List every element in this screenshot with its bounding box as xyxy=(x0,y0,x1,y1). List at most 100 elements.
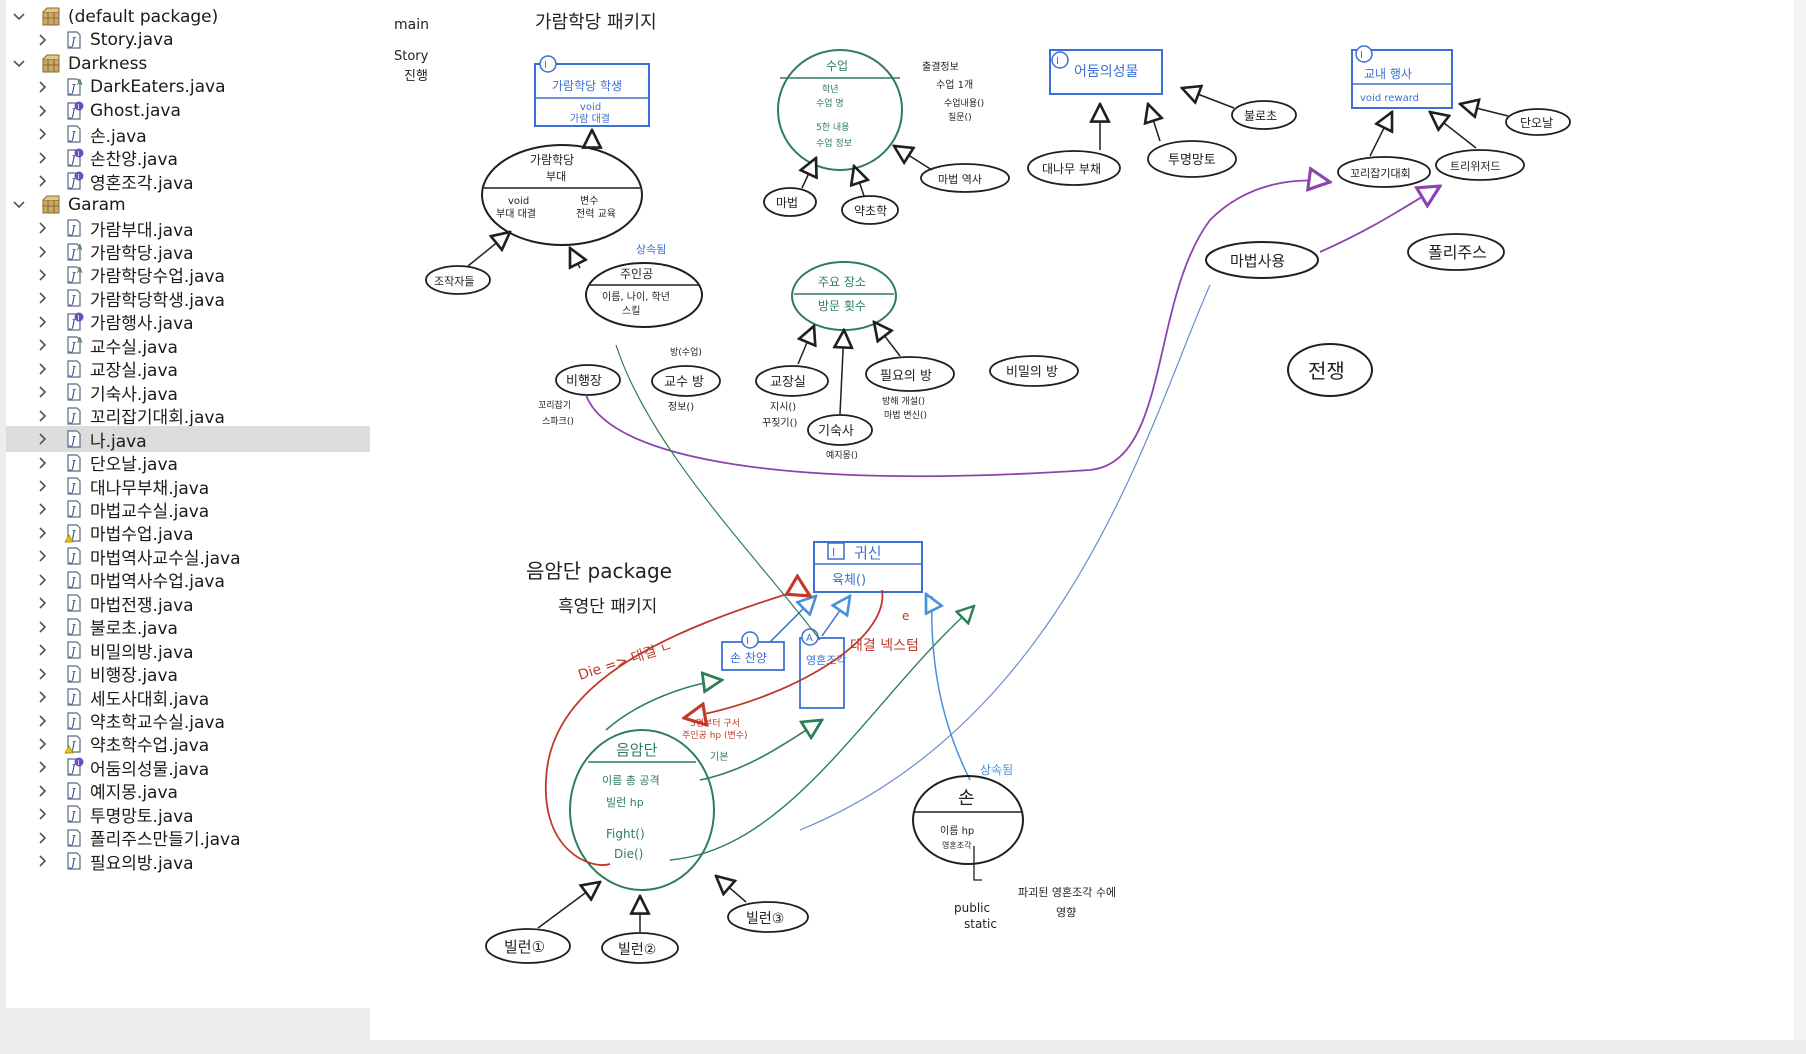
chevron-right-icon[interactable] xyxy=(36,760,50,774)
chevron-right-icon[interactable] xyxy=(36,784,50,798)
chevron-right-icon[interactable] xyxy=(36,432,50,446)
class-bamboo-fan: 대나무 부채 xyxy=(1027,150,1121,186)
chevron-right-icon[interactable] xyxy=(36,690,50,704)
chevron-right-icon[interactable] xyxy=(36,385,50,399)
chevron-right-icon[interactable] xyxy=(36,549,50,563)
son-public: public xyxy=(954,901,990,915)
svg-text:J: J xyxy=(69,411,76,424)
vertical-scrollbar[interactable] xyxy=(1794,0,1806,1040)
package-tree-item[interactable]: Garam xyxy=(6,192,126,218)
chevron-right-icon[interactable] xyxy=(36,409,50,423)
chevron-right-icon[interactable] xyxy=(36,573,50,587)
file-tree-item[interactable]: J 가람학당학생.java xyxy=(6,285,225,311)
chevron-down-icon[interactable] xyxy=(12,10,26,24)
svg-text:A: A xyxy=(77,243,83,252)
svg-text:비행장: 비행장 xyxy=(566,373,602,389)
svg-text:육체(): 육체() xyxy=(832,573,866,588)
chevron-right-icon[interactable] xyxy=(36,104,50,118)
chevron-right-icon[interactable] xyxy=(36,221,50,235)
package-icon xyxy=(40,53,62,75)
tree-item-label: 마법역사수업.java xyxy=(90,572,225,593)
chevron-right-icon[interactable] xyxy=(36,667,50,681)
chevron-right-icon[interactable] xyxy=(36,479,50,493)
chevron-right-icon[interactable] xyxy=(36,807,50,821)
chevron-right-icon[interactable] xyxy=(36,362,50,376)
chevron-right-icon[interactable] xyxy=(36,714,50,728)
svg-text:void: void xyxy=(508,196,529,207)
java-file-icon: J xyxy=(64,288,84,308)
chevron-right-icon[interactable] xyxy=(36,315,50,329)
chevron-right-icon[interactable] xyxy=(36,596,50,610)
chevron-right-icon[interactable] xyxy=(36,268,50,282)
chevron-right-icon[interactable] xyxy=(36,456,50,470)
chevron-down-icon[interactable] xyxy=(12,57,26,71)
java-file-icon: J xyxy=(64,593,84,613)
chevron-right-icon[interactable] xyxy=(36,151,50,165)
tree-item-label: 불로초.java xyxy=(90,619,178,640)
chevron-right-icon[interactable] xyxy=(36,127,50,141)
svg-text:기숙사: 기숙사 xyxy=(818,424,854,439)
chevron-right-icon[interactable] xyxy=(36,291,50,305)
chevron-right-icon[interactable] xyxy=(36,526,50,540)
svg-text:I: I xyxy=(78,314,80,322)
package-tree-item[interactable]: Darkness xyxy=(6,51,147,77)
svg-text:가람 대결: 가람 대결 xyxy=(570,112,610,125)
svg-text:빌런②: 빌런② xyxy=(618,942,656,958)
chevron-right-icon[interactable] xyxy=(36,33,50,47)
svg-text:비밀의 방: 비밀의 방 xyxy=(1006,365,1058,380)
class-airfield: 비행장 꼬리잡기 스파크() xyxy=(538,364,621,427)
chevron-right-icon[interactable] xyxy=(36,831,50,845)
chevron-right-icon[interactable] xyxy=(36,80,50,94)
chevron-right-icon[interactable] xyxy=(36,245,50,259)
chevron-right-icon[interactable] xyxy=(36,338,50,352)
chevron-right-icon[interactable] xyxy=(36,854,50,868)
chevron-down-icon[interactable] xyxy=(12,198,26,212)
java-file-icon: J xyxy=(64,124,84,144)
chevron-right-icon[interactable] xyxy=(36,502,50,516)
class-war: 전쟁 xyxy=(1287,343,1373,397)
tree-item-label: Garam xyxy=(68,194,126,215)
chevron-right-icon[interactable] xyxy=(36,737,50,751)
tree-item-label: 가람학당학생.java xyxy=(90,290,225,311)
svg-text:A: A xyxy=(806,633,813,644)
package-tree-item[interactable]: (default package) xyxy=(6,4,218,30)
chevron-right-icon[interactable] xyxy=(36,620,50,634)
chevron-right-icon[interactable] xyxy=(36,643,50,657)
chevron-right-icon[interactable] xyxy=(36,174,50,188)
